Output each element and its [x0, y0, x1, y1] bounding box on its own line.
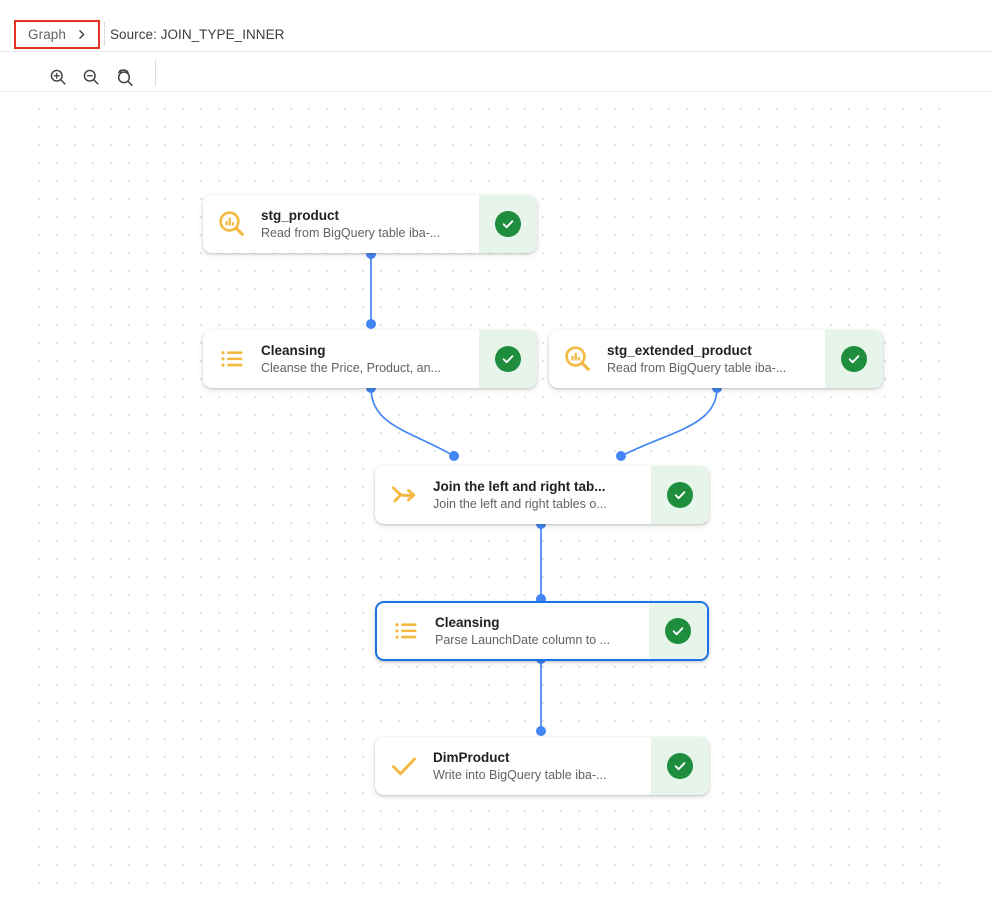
chevron-right-icon	[75, 28, 88, 41]
port-in-dimproduct[interactable]	[536, 726, 546, 736]
node-title: DimProduct	[433, 749, 510, 765]
edge-stgextended-join	[620, 387, 718, 457]
node-subtitle: Parse LaunchDate column to ...	[435, 632, 611, 647]
graph-node-cleansing-2[interactable]: Cleansing Parse LaunchDate column to ...	[375, 601, 709, 661]
port-in-cleansing1[interactable]	[366, 319, 376, 329]
node-text-block: Join the left and right tab... Join the …	[433, 466, 651, 524]
port-out-stgproduct[interactable]	[366, 249, 376, 259]
graph-node-stg-product[interactable]: stg_product Read from BigQuery table iba…	[203, 195, 537, 253]
zoom-in-icon[interactable]	[43, 62, 73, 92]
node-title: stg_product	[261, 207, 340, 223]
list-icon	[203, 330, 261, 388]
node-title: stg_extended_product	[607, 342, 752, 358]
source-query-icon	[203, 195, 261, 253]
breadcrumb-label: Graph	[28, 27, 67, 42]
header-divider	[0, 51, 992, 52]
port-out-cleansing1[interactable]	[366, 383, 376, 393]
graph-node-dimproduct[interactable]: DimProduct Write into BigQuery table iba…	[375, 737, 709, 795]
node-subtitle: Read from BigQuery table iba-...	[607, 360, 787, 375]
node-status-ok	[479, 330, 537, 388]
source-label: Source: JOIN_TYPE_INNER	[110, 27, 285, 42]
node-text-block: Cleansing Cleanse the Price, Product, an…	[261, 330, 479, 388]
check-circle-icon	[841, 346, 867, 372]
graph-toolbar	[0, 52, 992, 91]
list-icon	[377, 603, 435, 659]
port-in-join-left[interactable]	[449, 451, 459, 461]
join-merge-icon	[375, 466, 433, 524]
node-text-block: stg_extended_product Read from BigQuery …	[607, 330, 825, 388]
node-status-ok	[649, 603, 707, 659]
node-subtitle: Read from BigQuery table iba-...	[261, 225, 441, 240]
port-in-cleansing2[interactable]	[536, 594, 546, 604]
node-title: Cleansing	[261, 342, 326, 358]
node-text-block: Cleansing Parse LaunchDate column to ...	[435, 603, 649, 659]
header-bar: Graph Source: JOIN_TYPE_INNER	[0, 0, 992, 51]
graph-node-stg-extended-product[interactable]: stg_extended_product Read from BigQuery …	[549, 330, 883, 388]
node-status-ok	[479, 195, 537, 253]
edge-cleansing1-join	[370, 387, 455, 457]
port-in-join-right[interactable]	[616, 451, 626, 461]
graph-canvas[interactable]: stg_product Read from BigQuery table iba…	[26, 96, 950, 890]
breadcrumb-graph[interactable]: Graph	[14, 20, 100, 49]
node-subtitle: Write into BigQuery table iba-...	[433, 767, 607, 782]
toolbar-bottom-divider	[0, 91, 992, 92]
node-text-block: stg_product Read from BigQuery table iba…	[261, 195, 479, 253]
check-circle-icon	[665, 618, 691, 644]
check-circle-icon	[667, 482, 693, 508]
node-status-ok	[651, 737, 709, 795]
graph-node-cleansing-1[interactable]: Cleansing Cleanse the Price, Product, an…	[203, 330, 537, 388]
node-status-ok	[651, 466, 709, 524]
check-circle-icon	[495, 346, 521, 372]
zoom-out-icon[interactable]	[76, 62, 106, 92]
node-subtitle: Cleanse the Price, Product, an...	[261, 360, 441, 375]
check-icon	[375, 737, 433, 795]
node-title: Join the left and right tab...	[433, 478, 606, 494]
port-out-stgextendedproduct[interactable]	[712, 383, 722, 393]
toolbar-divider	[155, 60, 156, 86]
source-query-icon	[549, 330, 607, 388]
zoom-reset-icon[interactable]	[109, 62, 139, 92]
node-text-block: DimProduct Write into BigQuery table iba…	[433, 737, 651, 795]
graph-node-join[interactable]: Join the left and right tab... Join the …	[375, 466, 709, 524]
node-title: Cleansing	[435, 614, 500, 630]
check-circle-icon	[495, 211, 521, 237]
breadcrumb-divider	[104, 22, 105, 46]
port-out-join[interactable]	[536, 519, 546, 529]
check-circle-icon	[667, 753, 693, 779]
node-subtitle: Join the left and right tables o...	[433, 496, 607, 511]
node-status-ok	[825, 330, 883, 388]
